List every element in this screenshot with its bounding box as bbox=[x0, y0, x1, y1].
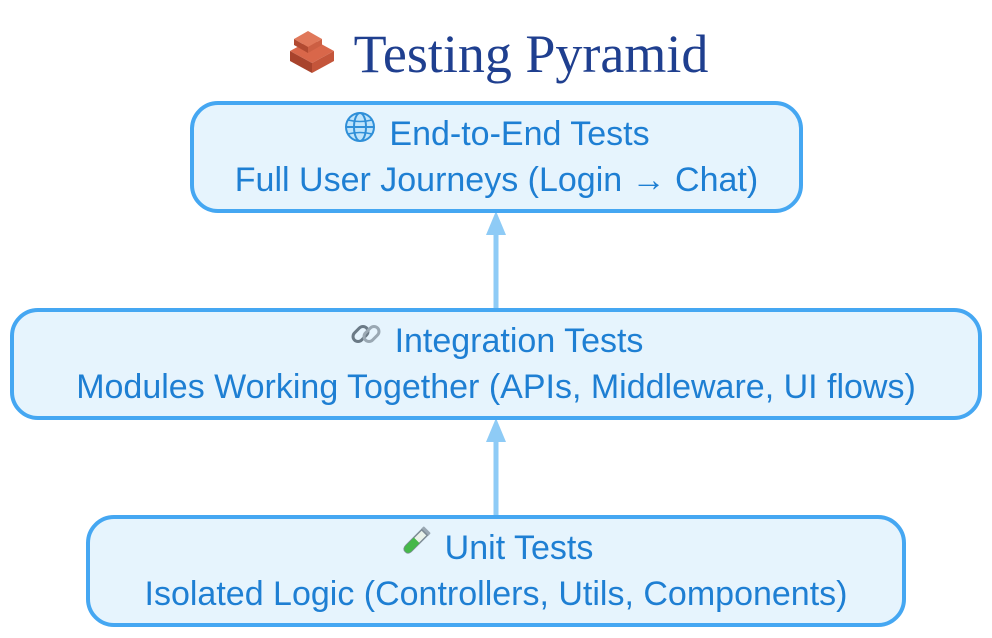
node-unit-tests: Unit Tests Isolated Logic (Controllers, … bbox=[86, 515, 906, 627]
node-end-to-end-tests: End-to-End Tests Full User Journeys (Log… bbox=[190, 101, 803, 213]
node-integration-tests: Integration Tests Modules Working Togeth… bbox=[10, 308, 982, 420]
node-end-to-end-title: End-to-End Tests bbox=[389, 114, 650, 153]
node-integration-subtitle: Modules Working Together (APIs, Middlewa… bbox=[76, 368, 916, 407]
edge-unit-to-integration bbox=[486, 418, 506, 515]
edge-integration-to-e2e bbox=[486, 211, 506, 308]
node-unit-title: Unit Tests bbox=[444, 528, 594, 567]
node-end-to-end-subtitle: Full User Journeys (Login → Chat) bbox=[234, 161, 759, 200]
node-unit-subtitle: Isolated Logic (Controllers, Utils, Comp… bbox=[144, 575, 848, 614]
globe-icon bbox=[343, 110, 377, 155]
diagram-title-text: Testing Pyramid bbox=[353, 24, 709, 84]
link-icon bbox=[349, 317, 383, 362]
brick-icon bbox=[284, 21, 340, 91]
diagram-title: Testing Pyramid bbox=[0, 22, 992, 95]
test-tube-icon bbox=[399, 524, 433, 569]
node-integration-title: Integration Tests bbox=[394, 321, 644, 360]
